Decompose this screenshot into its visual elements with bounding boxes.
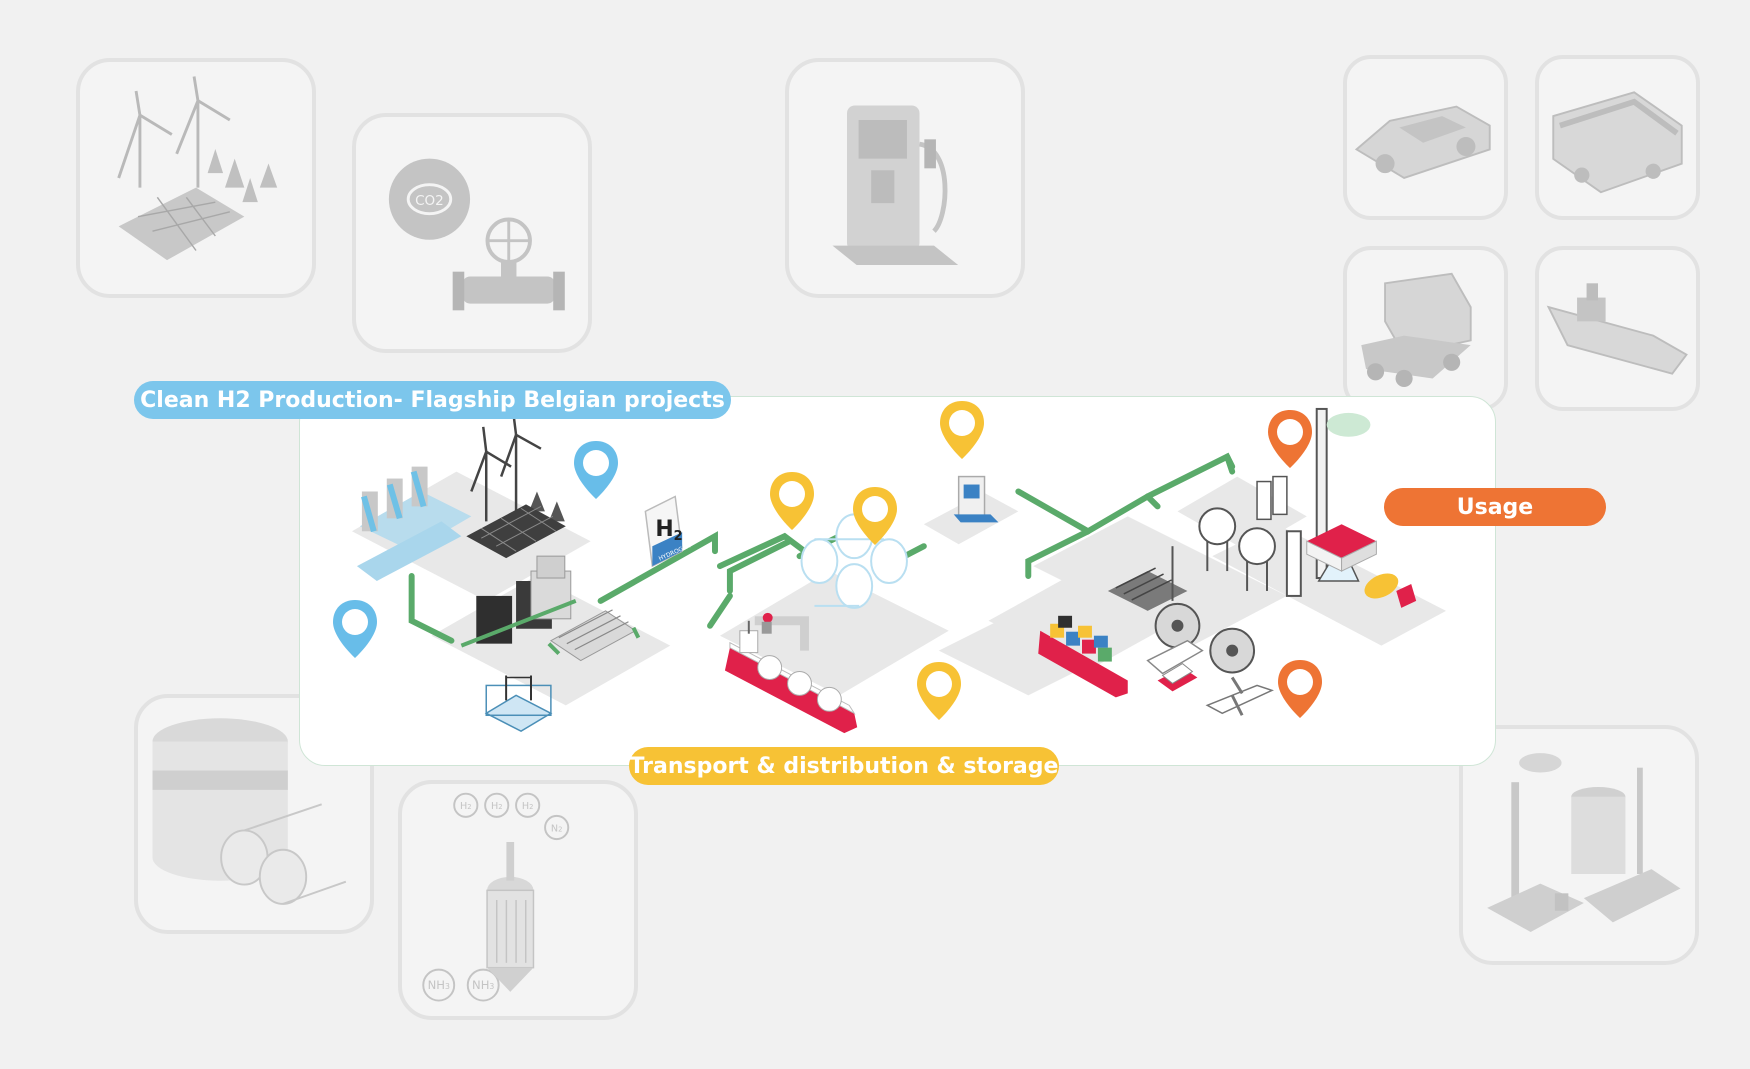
hydrogen-refuel-station-icon xyxy=(832,105,959,265)
location-pin-blue-2 xyxy=(333,600,377,658)
transport-label[interactable]: Transport & distribution & storage xyxy=(629,747,1059,785)
compressor-cylinders-icon xyxy=(547,609,641,662)
co2-capture-valve-icon: CO2 xyxy=(388,158,565,311)
tile-wind-solar xyxy=(76,58,316,298)
svg-text:NH3: NH3 xyxy=(428,978,450,992)
location-pin-yellow-2 xyxy=(770,472,814,530)
reactor-h2-sub-2: 2 xyxy=(498,803,502,811)
location-pin-blue-1 xyxy=(574,441,618,499)
svg-text:N2: N2 xyxy=(551,823,563,834)
tile-truck xyxy=(1343,246,1508,411)
electrolysis-tank-icon xyxy=(484,675,553,733)
location-pin-orange-1 xyxy=(1268,410,1312,468)
hydrogen-sign-icon: H2 HYDROGEN xyxy=(644,495,692,568)
electrolyser-icon xyxy=(460,555,577,648)
reactor-n2-sub: 2 xyxy=(558,825,562,833)
usage-label[interactable]: Usage xyxy=(1384,488,1606,526)
ammonia-reactor-icon: H2 H2 H2 N2 NH3 NH3 xyxy=(422,792,570,1002)
tile-co2-capture: CO2 xyxy=(352,113,592,353)
industry-plant-icon xyxy=(1487,753,1681,932)
tile-industry-plant xyxy=(1459,725,1699,965)
tile-bus xyxy=(1535,55,1700,220)
reactor-nh3-text-1: NH xyxy=(428,978,445,992)
reactor-h2-sub-3: 2 xyxy=(529,803,533,811)
pipeline-valve-icon xyxy=(754,612,809,651)
solar-panels-icon xyxy=(466,504,566,559)
tile-car xyxy=(1343,55,1508,220)
wind-turbines-icon xyxy=(470,410,542,522)
h2-sign-text: H xyxy=(655,517,673,542)
tile-storage-tank xyxy=(134,694,374,934)
svg-text:H2: H2 xyxy=(522,801,534,812)
container-ship-icon xyxy=(1038,615,1128,698)
svg-text:H2: H2 xyxy=(655,517,682,544)
tile-ammonia-reactor: H2 H2 H2 N2 NH3 NH3 xyxy=(398,780,638,1020)
reactor-h2-text-1: H xyxy=(460,801,467,812)
location-pin-yellow-1 xyxy=(940,401,984,459)
svg-text:NH3: NH3 xyxy=(472,978,494,992)
svg-text:H2: H2 xyxy=(491,801,503,812)
svg-text:H2: H2 xyxy=(460,801,472,812)
car-icon xyxy=(1354,105,1491,179)
wind-solar-icon xyxy=(117,76,278,261)
co2-text: CO2 xyxy=(415,193,444,209)
hydro-dam-icon xyxy=(356,466,472,581)
tile-refuel-station xyxy=(785,58,1025,298)
industrial-tanks-icon xyxy=(1198,407,1371,597)
reactor-h2-text-3: H xyxy=(522,801,529,812)
truck-icon xyxy=(1361,272,1472,388)
location-pin-orange-2 xyxy=(1278,660,1322,718)
storage-tank-icon xyxy=(152,718,347,905)
location-pin-yellow-4 xyxy=(917,662,961,720)
reactor-n2-text: N xyxy=(551,823,558,834)
production-label[interactable]: Clean H2 Production- Flagship Belgian pr… xyxy=(134,381,731,419)
location-pin-yellow-3 xyxy=(853,487,897,545)
refuel-pump-icon xyxy=(953,475,999,523)
h2-sign-sub: 2 xyxy=(674,529,683,544)
bus-truck-plane-icon xyxy=(1146,639,1274,716)
ship-icon xyxy=(1546,283,1688,375)
lng-ship-icon xyxy=(724,620,858,734)
reactor-nh3-sub-1: 3 xyxy=(445,982,450,991)
reactor-h2-text-2: H xyxy=(491,801,498,812)
tile-ship xyxy=(1535,246,1700,411)
bus-icon xyxy=(1552,91,1683,194)
reactor-nh3-text-2: NH xyxy=(472,978,489,992)
reactor-nh3-sub-2: 3 xyxy=(489,982,494,991)
reactor-h2-sub-1: 2 xyxy=(467,803,471,811)
